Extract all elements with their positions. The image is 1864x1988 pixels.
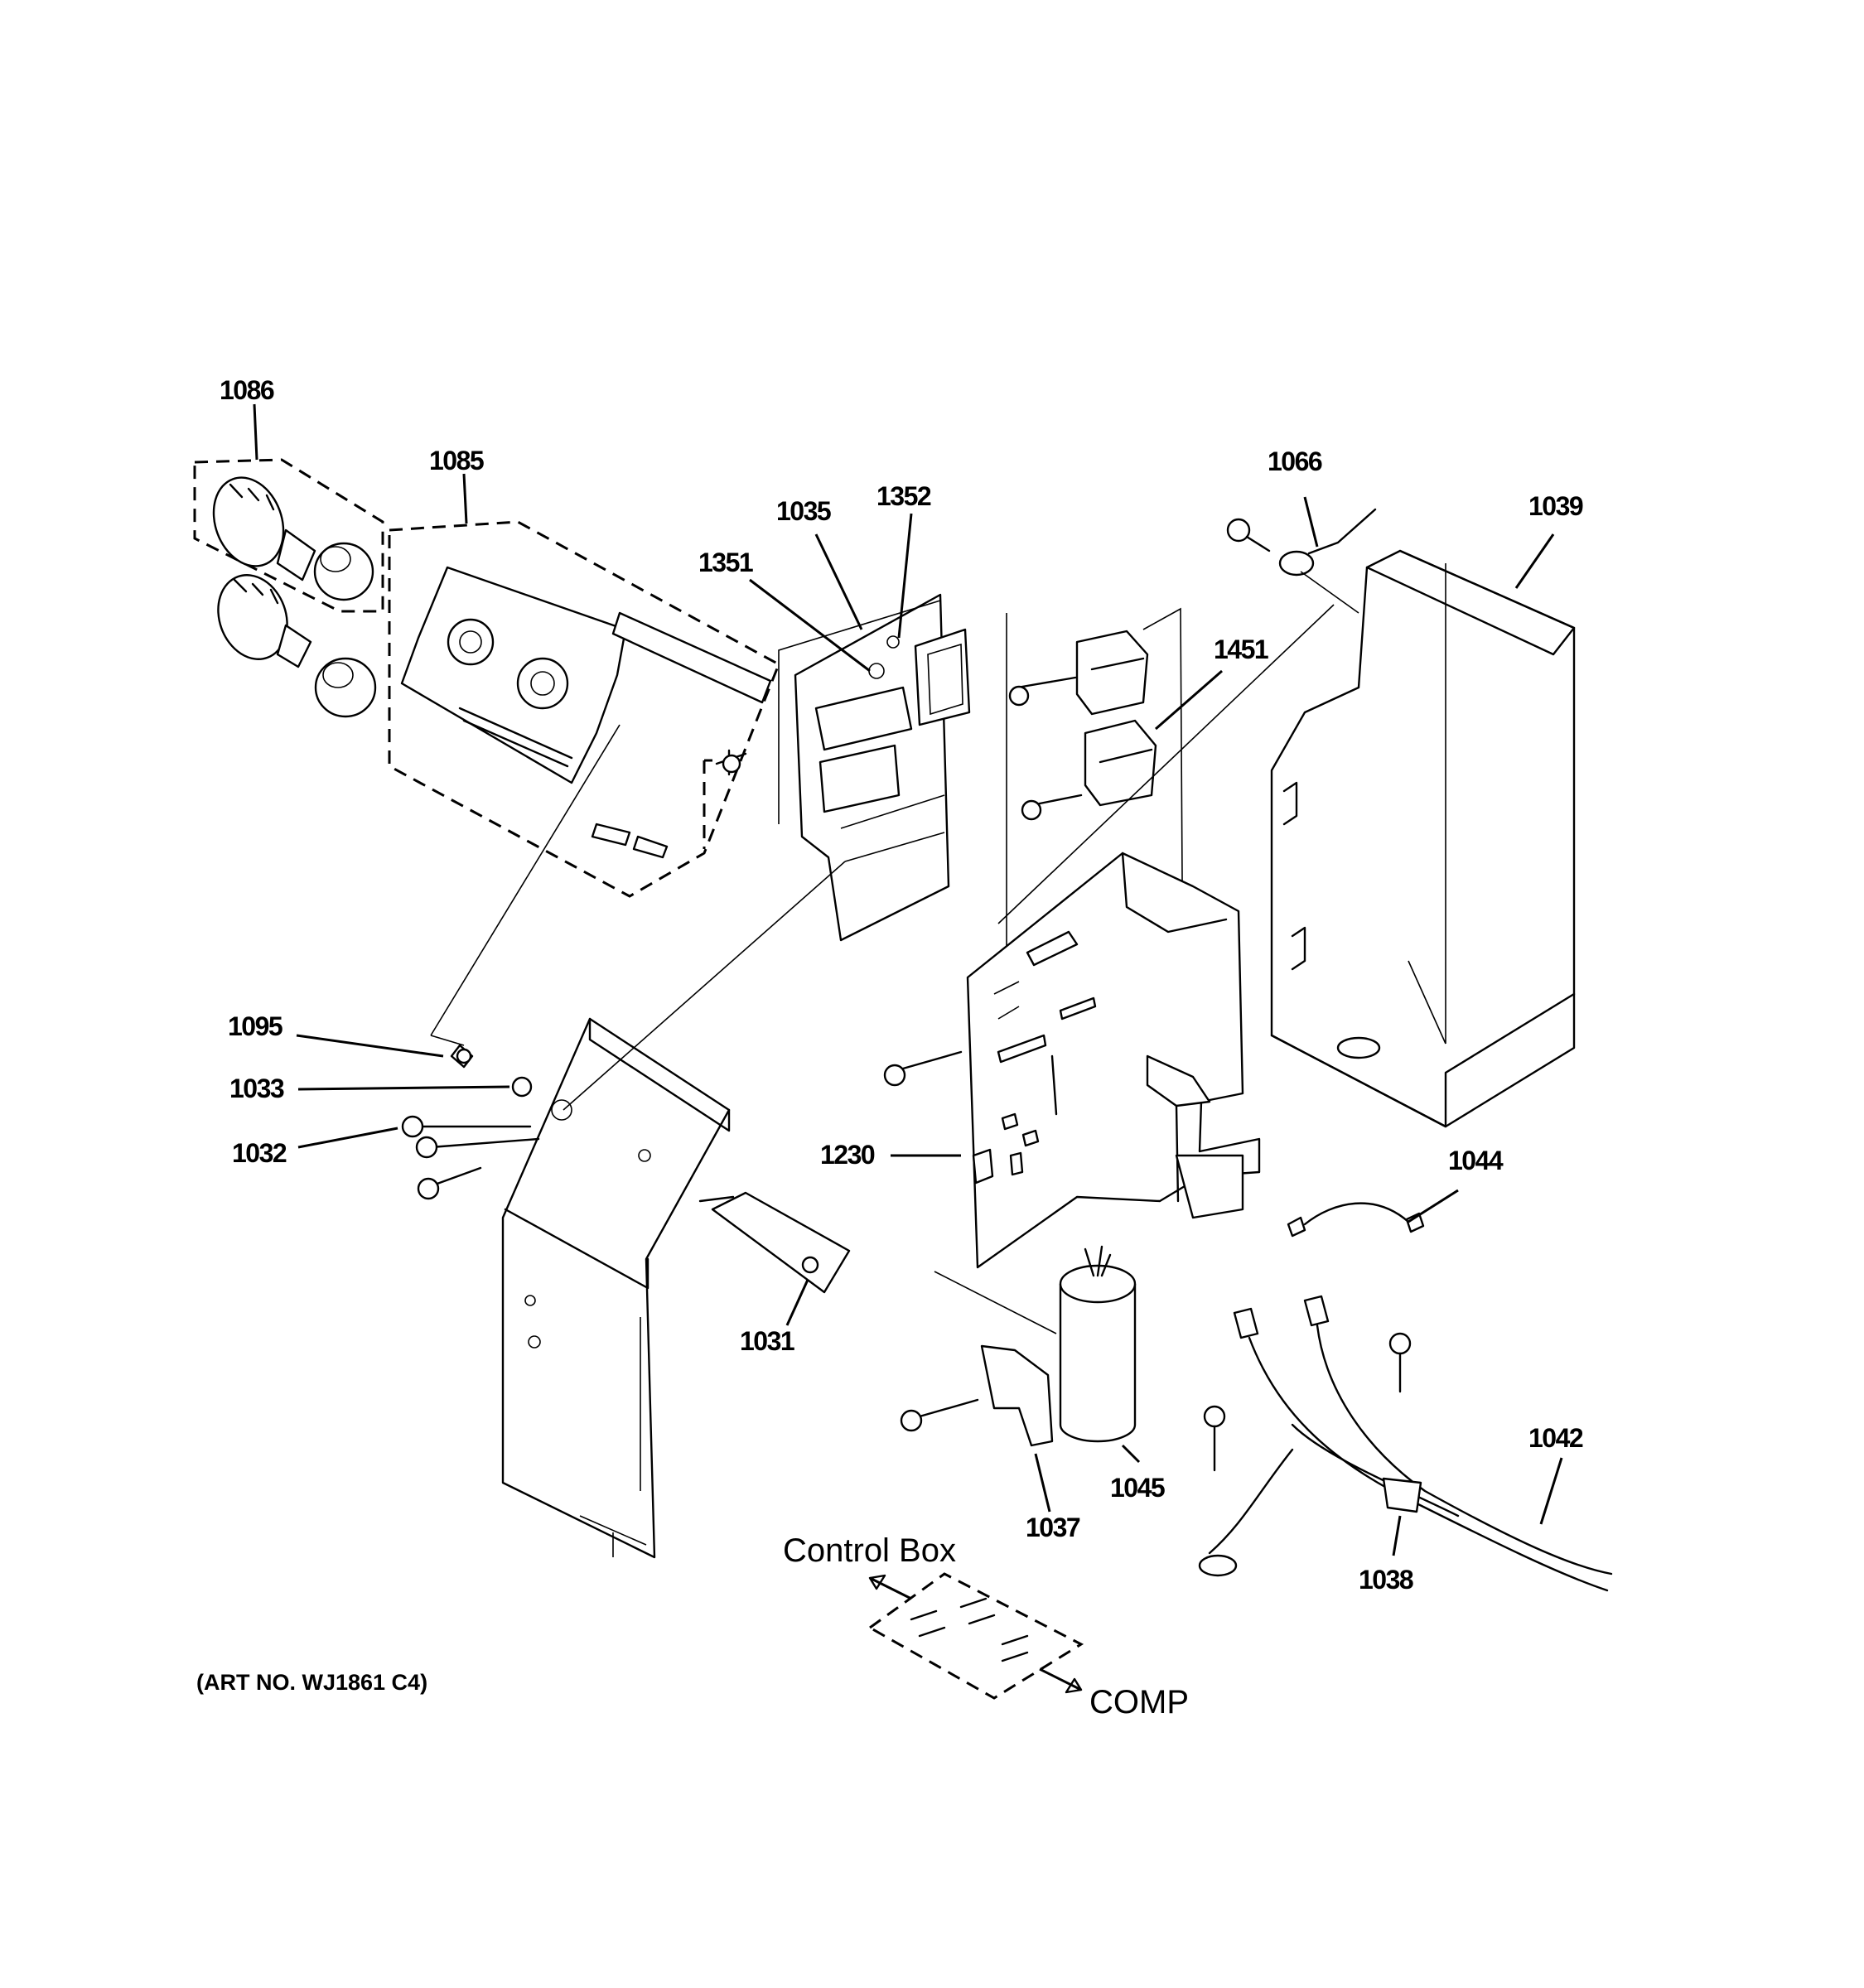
control-box-label: Control Box [783,1532,956,1569]
part-label-1044: 1044 [1448,1146,1504,1175]
art-number: (ART NO. WJ1861 C4) [196,1670,427,1695]
relays [1008,607,1184,1011]
part-label-1039: 1039 [1528,491,1583,521]
part-label-1085: 1085 [429,446,484,475]
mounting-plate [883,852,1261,1334]
control-box-housing [997,549,1576,1128]
part-label-1035: 1035 [776,496,831,526]
part-label-1031: 1031 [740,1326,794,1356]
part-label-1095: 1095 [228,1011,282,1041]
control-panel-assembly [388,520,780,1036]
capacitor-and-bracket [900,1245,1137,1447]
control-board [703,593,1007,1189]
part-label-1066: 1066 [1268,446,1322,476]
ground-screw [1226,508,1377,614]
part-label-1086: 1086 [220,375,274,405]
part-label-1352: 1352 [876,481,931,511]
connector-group [867,1572,1084,1700]
wire-harness [1198,1295,1613,1592]
part-label-1037: 1037 [1026,1513,1080,1542]
front-panel [401,861,851,1559]
part-label-1038: 1038 [1359,1565,1413,1595]
part-label-1351: 1351 [698,548,753,577]
knob-assembly [193,458,384,718]
part-label-1230: 1230 [820,1140,875,1170]
part-label-1451: 1451 [1214,635,1268,664]
part-label-1042: 1042 [1528,1423,1583,1453]
comp-label: COMP [1089,1684,1189,1720]
leader-lines [253,403,1563,1556]
part-label-1033: 1033 [229,1074,284,1103]
jumper-wire [1287,1202,1425,1238]
part-label-1045: 1045 [1110,1473,1165,1503]
part-label-1032: 1032 [232,1138,287,1168]
part-labels: 1086 1085 1035 1352 1351 1066 1039 1451 … [196,375,1584,1720]
